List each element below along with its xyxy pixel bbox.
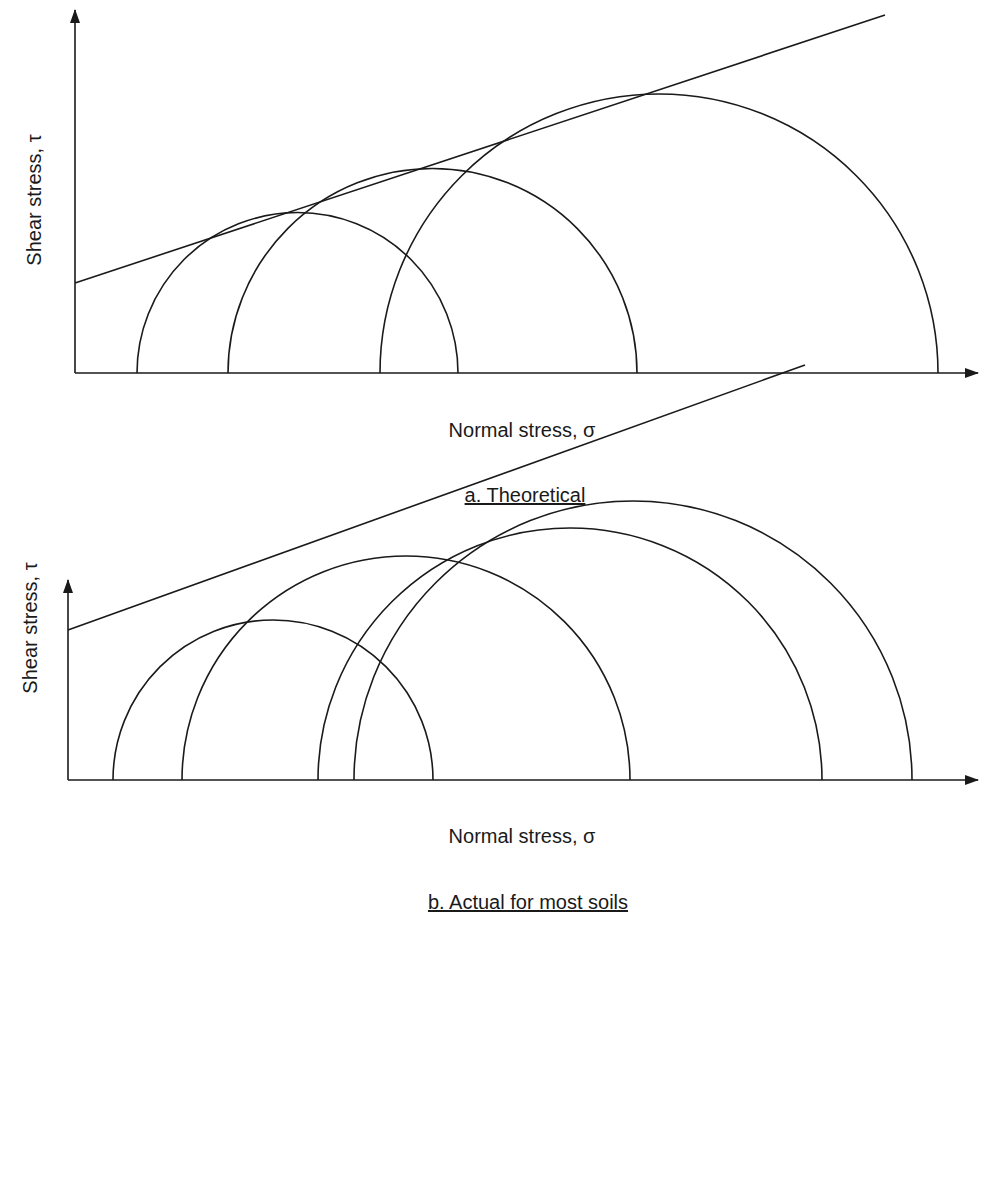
figure-caption: a. Theoretical	[465, 483, 586, 507]
sigma-axis	[75, 372, 978, 374]
failure-envelope	[68, 365, 805, 630]
mohr-circle	[380, 94, 938, 373]
axis-label: Normal stress, σ	[449, 418, 596, 442]
axis-label: Normal stress, σ	[449, 824, 596, 848]
mohr-circle	[113, 620, 433, 780]
tau-axis	[67, 580, 69, 780]
axis-label: Shear stress, τ	[18, 562, 42, 693]
failure-envelope	[75, 15, 885, 283]
mohr-circle	[137, 213, 458, 373]
mohr-circle	[318, 528, 822, 780]
tau-axis	[74, 10, 76, 373]
axis-label: Shear stress, τ	[22, 134, 46, 265]
mohr-circle	[228, 169, 637, 373]
mohr-circle	[354, 501, 912, 780]
sigma-axis	[68, 779, 978, 781]
figure-caption: b. Actual for most soils	[428, 890, 628, 914]
